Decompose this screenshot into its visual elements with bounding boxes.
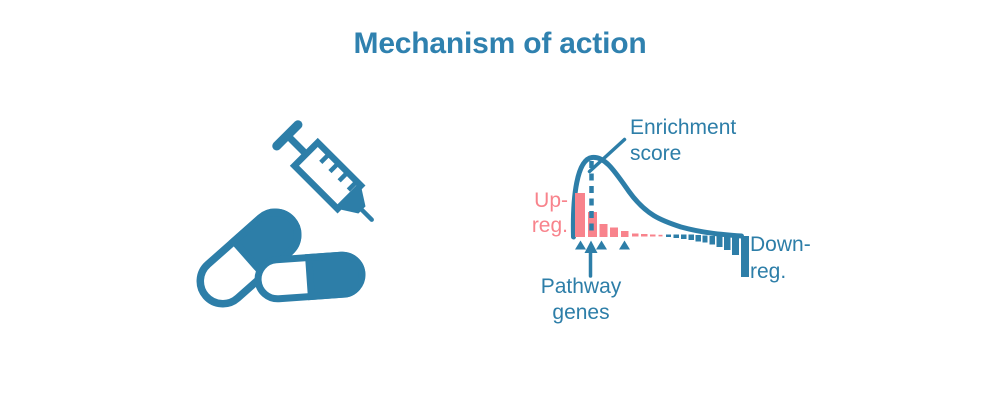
pathway-gene-triangle xyxy=(575,240,586,250)
down-regulated-label: Down- reg. xyxy=(750,233,811,283)
pathway-genes-arrowhead xyxy=(584,240,598,253)
syringe-needle xyxy=(359,207,374,222)
page-title: Mechanism of action xyxy=(353,27,647,60)
up-gene-bar xyxy=(632,233,639,237)
capsule-solid-half xyxy=(228,208,302,281)
enrichment-plot xyxy=(570,137,749,278)
capsule-icon xyxy=(254,251,366,303)
drug-illustration xyxy=(196,120,374,308)
down-gene-bar xyxy=(709,236,715,245)
pathway-gene-triangle xyxy=(596,240,607,250)
up-gene-bar xyxy=(641,234,648,237)
enrichment-score-pointer-line xyxy=(587,137,627,174)
down-gene-bar xyxy=(732,236,739,255)
down-gene-bar xyxy=(688,234,694,240)
capsule-solid-half xyxy=(304,251,366,301)
up-gene-bar xyxy=(621,231,629,237)
down-gene-bar xyxy=(666,234,671,237)
up-gene-bar xyxy=(650,234,656,237)
pathway-genes-label: Pathway genes xyxy=(540,275,622,324)
up-regulated-label: Up- reg. xyxy=(531,189,568,237)
up-gene-bar xyxy=(658,234,663,237)
up-gene-bar xyxy=(599,224,608,237)
syringe-nozzle xyxy=(337,185,366,214)
down-gene-bar xyxy=(673,234,679,238)
up-gene-bar xyxy=(575,193,585,237)
down-gene-bar xyxy=(681,234,687,239)
down-gene-bar xyxy=(695,235,701,242)
enrichment-curve xyxy=(570,154,744,240)
syringe-icon xyxy=(272,120,374,222)
down-gene-bar xyxy=(724,236,731,250)
down-regulated-gene-bars xyxy=(666,234,749,277)
syringe-scale-ticks xyxy=(319,152,359,192)
down-gene-bar xyxy=(741,236,749,277)
pathway-gene-markers xyxy=(575,240,630,250)
up-gene-bar xyxy=(610,227,618,237)
enrichment-score-label: Enrichment score xyxy=(630,116,737,165)
down-gene-bar xyxy=(702,235,708,243)
pathway-gene-triangle xyxy=(619,240,630,250)
down-gene-bar xyxy=(716,236,723,247)
